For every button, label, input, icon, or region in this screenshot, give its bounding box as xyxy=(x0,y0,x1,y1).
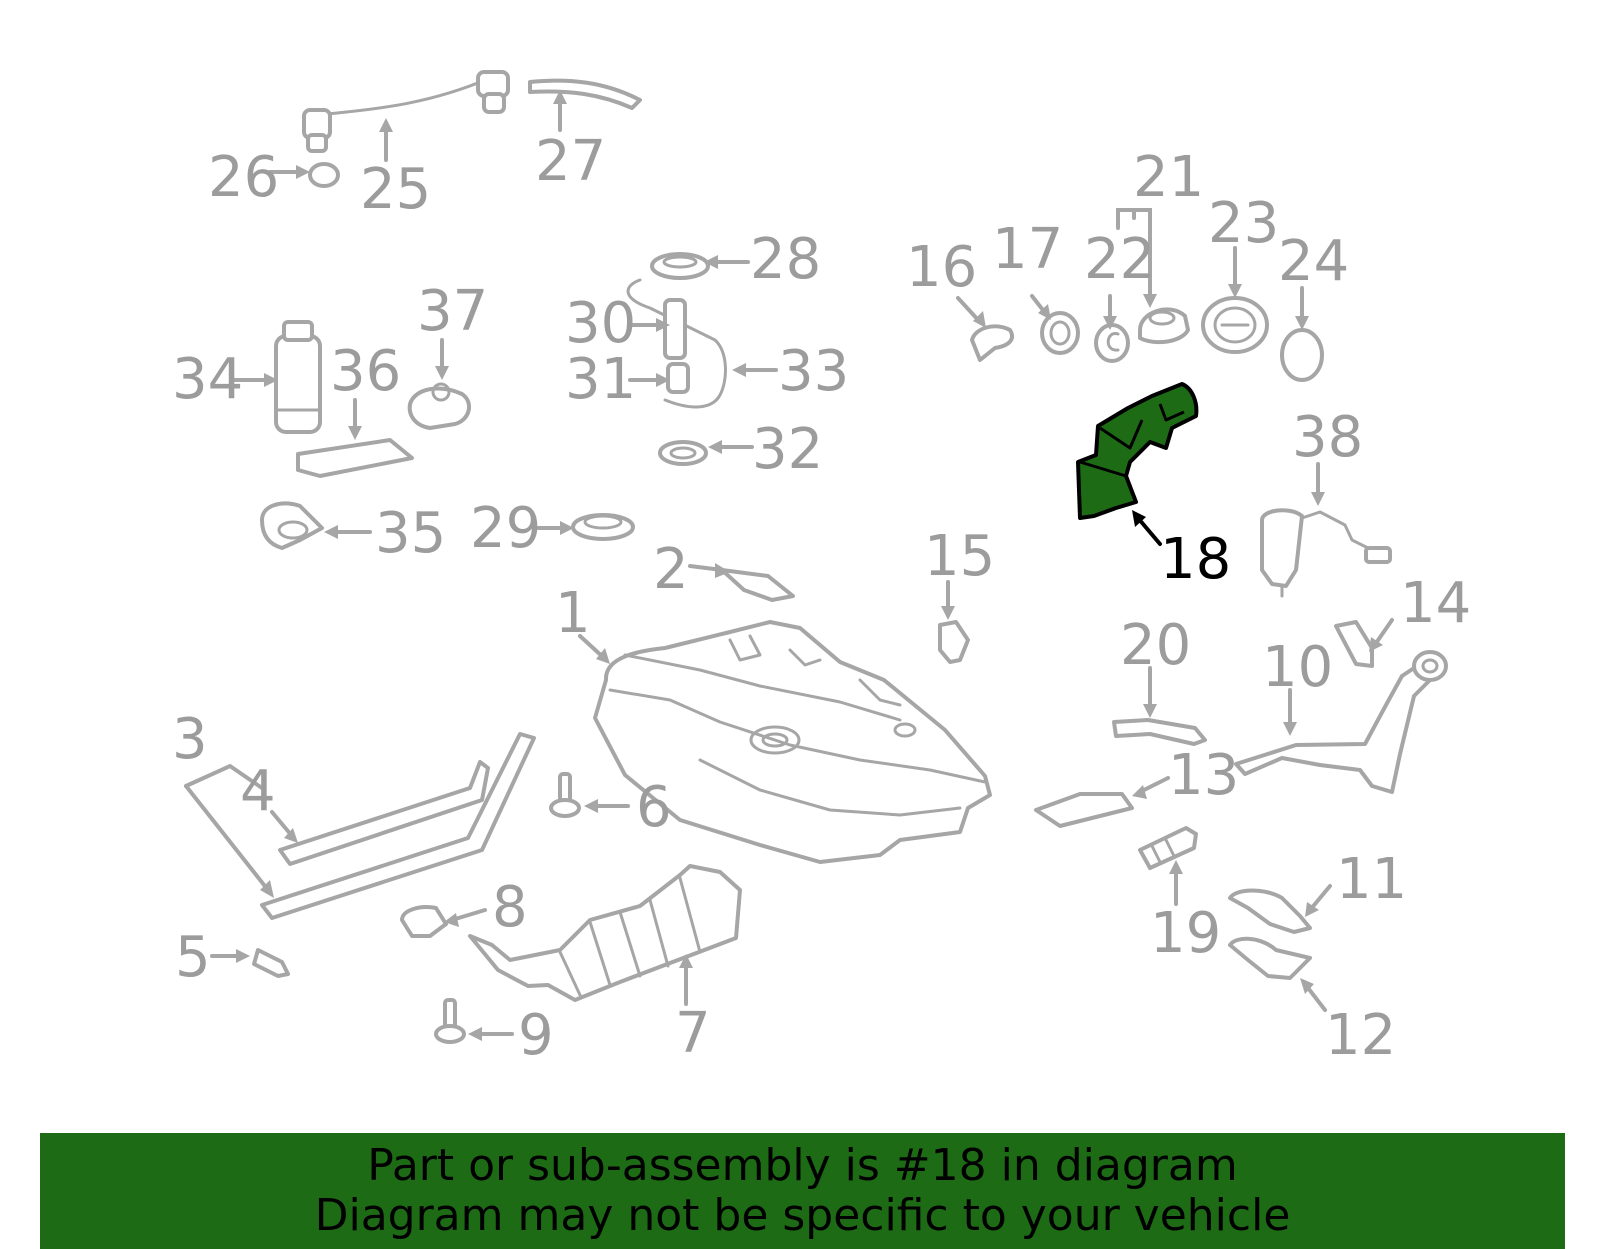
part-18-highlighted-protector[interactable] xyxy=(1076,382,1199,520)
part-4-strap xyxy=(278,760,490,866)
highlight-banner: Part or sub-assembly is #18 in diagram D… xyxy=(40,1133,1565,1249)
callout-30: 30 xyxy=(565,291,636,356)
part-19-hose xyxy=(1138,826,1198,870)
part-31-sender-gauge xyxy=(666,362,690,394)
callout-7: 7 xyxy=(675,1001,711,1066)
part-17-seal xyxy=(1040,311,1080,355)
callout-23: 23 xyxy=(1208,191,1279,256)
callout-36: 36 xyxy=(330,339,401,404)
part-12-bracket xyxy=(1228,936,1312,980)
part-16-clip xyxy=(970,324,1014,362)
callout-13: 13 xyxy=(1168,743,1239,808)
callout-28: 28 xyxy=(750,227,821,292)
part-23-filler-cap xyxy=(1201,296,1269,354)
part-9-bolt xyxy=(434,998,466,1044)
callout-33: 33 xyxy=(778,339,849,404)
callout-3: 3 xyxy=(172,707,208,772)
part-28-cap xyxy=(650,252,710,280)
part-34-fuel-pump xyxy=(274,320,322,434)
callout-27: 27 xyxy=(535,129,606,194)
part-35-bracket xyxy=(260,501,324,550)
callout-31: 31 xyxy=(565,347,636,412)
callout-37: 37 xyxy=(417,279,488,344)
part-6-bolt xyxy=(549,772,581,818)
part-38-sensor xyxy=(1260,508,1392,598)
callout-15: 15 xyxy=(924,524,995,589)
callout-12: 12 xyxy=(1325,1003,1396,1068)
callout-10: 10 xyxy=(1262,635,1333,700)
part-32-gasket xyxy=(658,440,708,466)
part-33-tube xyxy=(626,278,727,409)
callout-11: 11 xyxy=(1336,847,1407,912)
part-29-retainer-ring xyxy=(571,513,635,541)
part-3-strap xyxy=(260,732,536,920)
part-14-bracket xyxy=(1334,620,1374,668)
callout-9: 9 xyxy=(518,1003,554,1068)
callout-8: 8 xyxy=(492,875,528,940)
callout-35: 35 xyxy=(375,501,446,566)
part-27-pipe xyxy=(528,78,642,110)
callout-29: 29 xyxy=(470,496,541,561)
part-36-filter xyxy=(296,438,414,478)
part-26-grommet xyxy=(308,162,340,188)
callout-32: 32 xyxy=(752,417,823,482)
callout-22: 22 xyxy=(1084,227,1155,292)
part-37-pressure-regulator xyxy=(407,382,472,430)
callout-34: 34 xyxy=(172,347,243,412)
part-1-fuel-tank xyxy=(593,620,992,864)
callout-16: 16 xyxy=(906,235,977,300)
part-8-clip xyxy=(400,905,448,938)
callout-20: 20 xyxy=(1120,613,1191,678)
part-10-filler-pipe xyxy=(1234,650,1448,794)
callout-25: 25 xyxy=(360,157,431,222)
callout-26: 26 xyxy=(208,145,279,210)
part-15-clamp xyxy=(938,620,970,664)
part-13-bracket xyxy=(1034,792,1134,828)
callout-14: 14 xyxy=(1400,571,1471,636)
callout-6: 6 xyxy=(636,775,672,840)
callout-1: 1 xyxy=(555,581,591,646)
callout-24: 24 xyxy=(1278,229,1349,294)
part-7-protector xyxy=(468,864,742,1002)
callout-4: 4 xyxy=(240,759,276,824)
part-5-bolt xyxy=(252,948,290,978)
callout-18: 18 xyxy=(1160,527,1231,592)
part-2-pad xyxy=(720,568,795,602)
callout-2: 2 xyxy=(653,537,689,602)
part-22-gasket xyxy=(1094,323,1130,363)
part-30-sender-unit xyxy=(663,298,687,360)
callout-21: 21 xyxy=(1133,145,1204,210)
callout-17: 17 xyxy=(992,217,1063,282)
callout-38: 38 xyxy=(1292,405,1363,470)
callout-5: 5 xyxy=(175,925,211,990)
part-25-hose xyxy=(302,70,510,153)
callout-19: 19 xyxy=(1150,901,1221,966)
part-24-o-ring xyxy=(1280,328,1324,382)
part-20-hose xyxy=(1112,718,1207,746)
banner-line-disclaimer: Diagram may not be specific to your vehi… xyxy=(314,1190,1291,1241)
exploded-parts-diagram: 26 25 27 34 36 37 35 29 xyxy=(172,70,1471,1068)
part-21-cap-assembly xyxy=(1138,307,1190,345)
banner-line-part: Part or sub-assembly is #18 in diagram xyxy=(367,1140,1238,1191)
part-11-bracket xyxy=(1228,888,1312,934)
